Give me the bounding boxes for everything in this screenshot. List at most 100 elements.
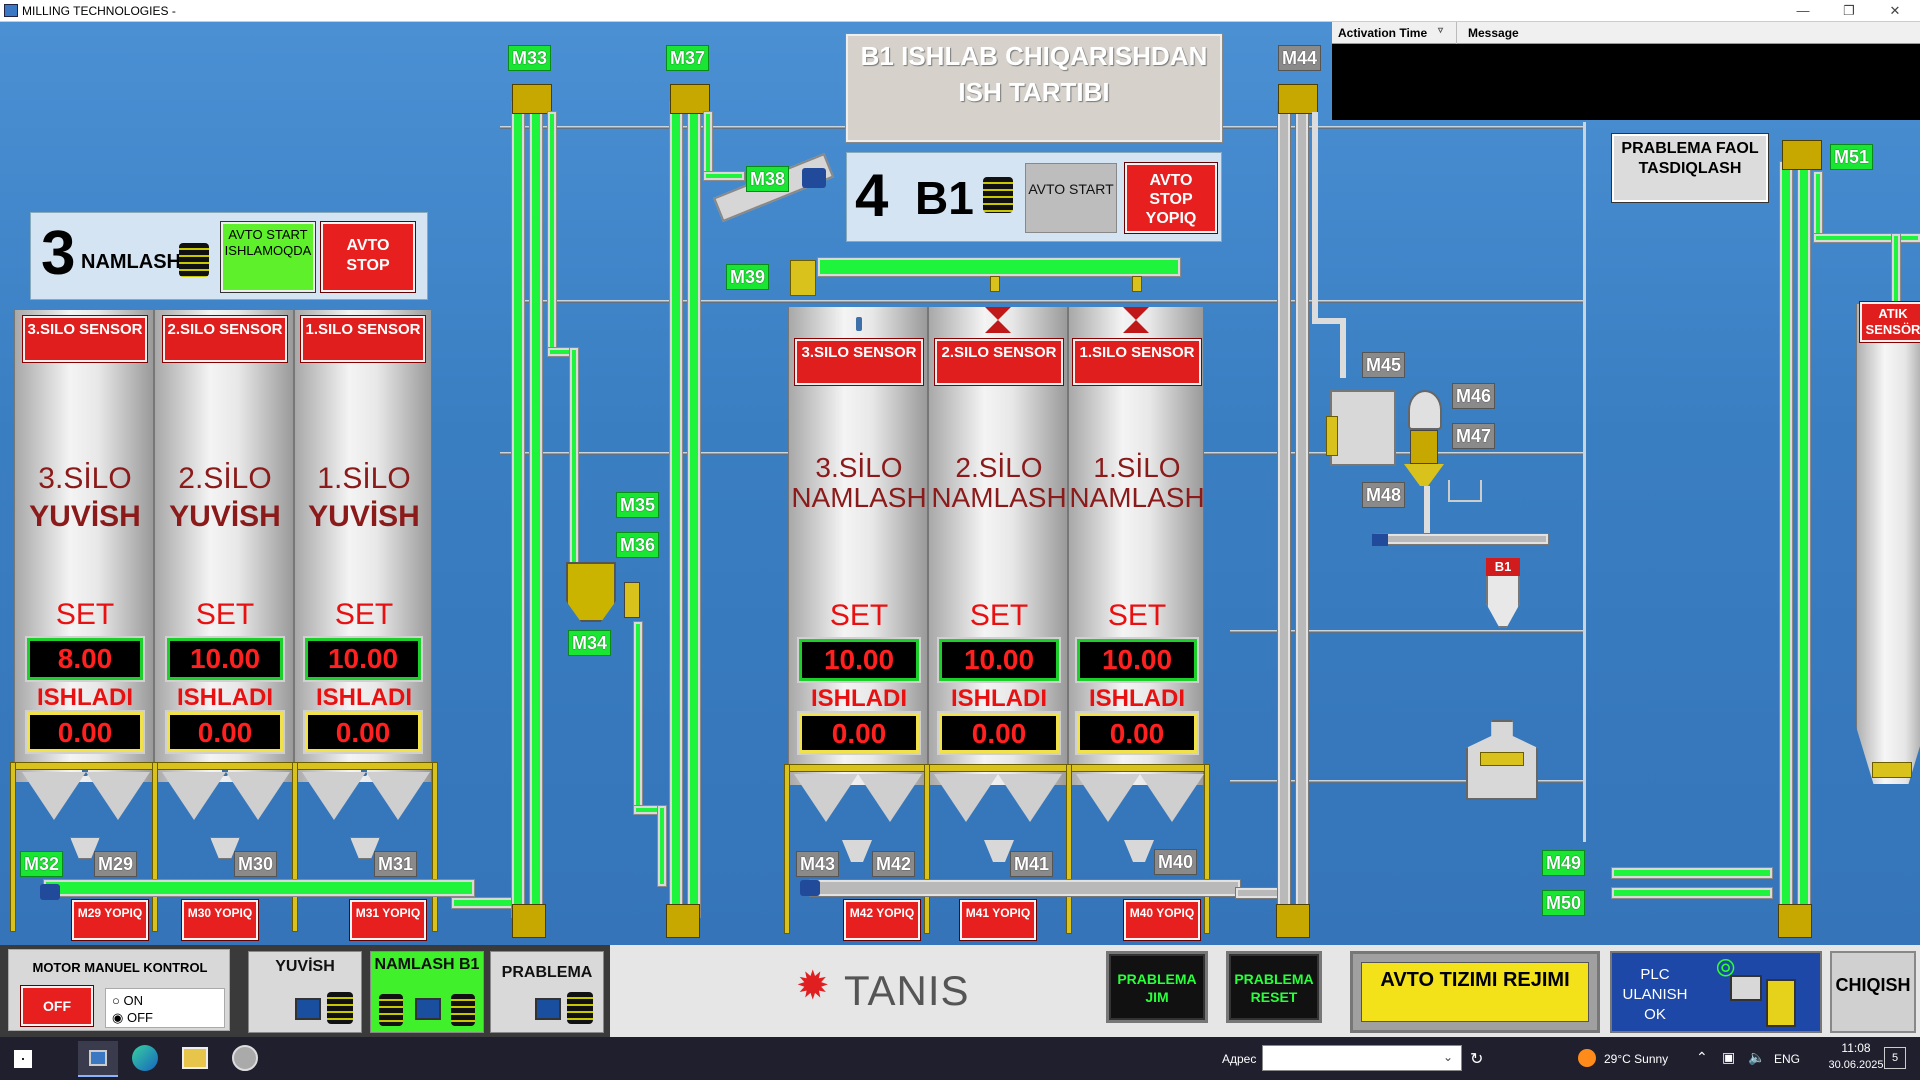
prablema-mode-button[interactable]: PRABLEMA <box>490 951 604 1033</box>
tanis-logo-icon: ✹ <box>796 964 830 1008</box>
notification-icon[interactable]: 5 <box>1884 1047 1906 1069</box>
volume-icon[interactable]: 🔈 <box>1748 1049 1766 1065</box>
left-conveyor[interactable] <box>44 880 474 896</box>
set-value[interactable]: 10.00 <box>799 639 919 681</box>
screw-m48[interactable] <box>1376 534 1548 544</box>
group3-auto-start-button[interactable]: AVTO START ISHLAMOQDA <box>221 222 315 292</box>
language-indicator[interactable]: ENG <box>1774 1052 1801 1066</box>
network-icon[interactable]: ▣ <box>1722 1049 1736 1065</box>
set-value[interactable]: 10.00 <box>305 638 421 680</box>
gate-m30-button[interactable]: M30 YOPIQ <box>182 900 258 940</box>
silo-sensor: 1.SILO SENSOR <box>301 316 425 362</box>
motor-m37[interactable]: M37 <box>666 45 710 71</box>
silo-sensor: 1.SILO SENSOR <box>1073 339 1201 385</box>
set-value[interactable]: 10.00 <box>939 639 1059 681</box>
col-activation-time[interactable]: Activation Time <box>1338 26 1428 40</box>
weather-text[interactable]: 29°C Sunny <box>1604 1052 1669 1066</box>
motor-m38[interactable]: M38 <box>746 166 790 192</box>
exit-button[interactable]: CHIQISH <box>1830 951 1916 1033</box>
yuvish-mode-button[interactable]: YUVİSH <box>248 951 362 1033</box>
conveyor-m39[interactable] <box>818 258 1180 276</box>
gate-m41-button[interactable]: M41 YOPIQ <box>960 900 1036 940</box>
radio-empty-icon[interactable]: ○ <box>112 993 120 1008</box>
group4-auto-start-button[interactable]: AVTO START <box>1025 163 1117 233</box>
motor-m29[interactable]: M29 <box>94 851 138 877</box>
ishladi-value: 0.00 <box>939 713 1059 753</box>
conveyor-m49[interactable] <box>1612 868 1772 878</box>
motor-m51[interactable]: M51 <box>1830 144 1874 170</box>
motor-m41[interactable]: M41 <box>1010 851 1054 877</box>
motor-m48[interactable]: M48 <box>1362 482 1406 508</box>
set-value[interactable]: 8.00 <box>27 638 143 680</box>
conveyor-m50[interactable] <box>1612 888 1772 898</box>
address-input[interactable]: ⌄ <box>1262 1045 1462 1071</box>
motor-m47[interactable]: M47 <box>1452 423 1496 449</box>
filter-icon[interactable]: ▿ <box>1438 25 1444 36</box>
silo-sub: YUVİSH <box>308 500 420 533</box>
taskbar-app-scada[interactable] <box>78 1041 118 1077</box>
gate-m29-button[interactable]: M29 YOPIQ <box>72 900 148 940</box>
silo-sub: YUVİSH <box>29 500 141 533</box>
motor-m49[interactable]: M49 <box>1542 850 1586 876</box>
motor-icon <box>40 884 60 900</box>
motor-m43[interactable]: M43 <box>796 851 840 877</box>
namlash-b1-mode-button[interactable]: NAMLASH B1 <box>370 951 484 1033</box>
radio-on[interactable]: ○ ON <box>112 993 143 1008</box>
gate-m42-button[interactable]: M42 YOPIQ <box>844 900 920 940</box>
minimize-icon[interactable]: — <box>1796 3 1810 18</box>
motor-m39[interactable]: M39 <box>726 264 770 290</box>
hopper <box>858 774 922 822</box>
gate-m31-button[interactable]: M31 YOPIQ <box>350 900 426 940</box>
windows-start-icon[interactable] <box>14 1050 32 1068</box>
problem-confirm-button[interactable]: PRABLEMA FAOL TASDIQLASH <box>1612 134 1768 202</box>
edge-icon[interactable] <box>132 1045 158 1071</box>
right-conveyor[interactable] <box>810 880 1240 896</box>
col-message[interactable]: Message <box>1468 26 1519 40</box>
restore-icon[interactable]: ❐ <box>1843 3 1855 18</box>
manual-off-button[interactable]: OFF <box>21 986 93 1026</box>
fan-m46[interactable] <box>1408 390 1442 430</box>
motor-m35[interactable]: M35 <box>616 492 660 518</box>
radio-off[interactable]: ◉ OFF <box>112 1010 153 1026</box>
group3-auto-stop-button[interactable]: AVTO STOP <box>321 222 415 292</box>
motor-m50[interactable]: M50 <box>1542 890 1586 916</box>
set-value[interactable]: 10.00 <box>167 638 283 680</box>
tray-chevron-icon[interactable]: ⌃ <box>1696 1049 1708 1065</box>
separator-m34[interactable] <box>566 562 616 622</box>
motor-m45[interactable]: M45 <box>1362 352 1406 378</box>
motor-m34[interactable]: M34 <box>568 630 612 656</box>
clock-time[interactable]: 11:08 <box>1841 1041 1871 1055</box>
cleaner-m45[interactable] <box>1330 390 1396 466</box>
silo-sub: YUVİSH <box>169 500 281 533</box>
radio-checked-icon[interactable]: ◉ <box>112 1010 124 1025</box>
motor-m44[interactable]: M44 <box>1278 45 1322 71</box>
motor-icon <box>800 880 820 896</box>
silo-name: 2.SİLO <box>955 452 1043 483</box>
motor-m33[interactable]: M33 <box>508 45 552 71</box>
bottom-control-bar: MOTOR MANUEL KONTROL OFF ○ ON ◉ OFF YUVİ… <box>0 945 1920 1037</box>
clock-date[interactable]: 30.06.2025 <box>1828 1059 1884 1071</box>
prablema-reset-button[interactable]: PRABLEMA RESET <box>1226 951 1322 1023</box>
prablema-jim-button[interactable]: PRABLEMA JIM <box>1106 951 1208 1023</box>
set-value[interactable]: 10.00 <box>1077 639 1197 681</box>
motor-m42[interactable]: M42 <box>872 851 916 877</box>
valve-icon[interactable] <box>1123 307 1149 333</box>
valve-icon[interactable] <box>985 307 1011 333</box>
motor-m30[interactable]: M30 <box>234 851 278 877</box>
motor-m40[interactable]: M40 <box>1154 849 1198 875</box>
motor-m31[interactable]: M31 <box>374 851 418 877</box>
refresh-icon[interactable]: ↻ <box>1470 1051 1484 1068</box>
motor-m32[interactable]: M32 <box>20 851 64 877</box>
motor-m46[interactable]: M46 <box>1452 383 1496 409</box>
gate-m40-button[interactable]: M40 YOPIQ <box>1124 900 1200 940</box>
close-icon[interactable]: ✕ <box>1889 3 1901 18</box>
explorer-icon[interactable] <box>182 1047 208 1069</box>
ishladi-value: 0.00 <box>167 712 283 752</box>
sun-icon <box>1578 1049 1596 1067</box>
elevator-boot <box>1276 904 1310 938</box>
auto-mode-button[interactable]: AVTO TIZIMI REJIMI <box>1361 962 1589 1022</box>
app-icon[interactable] <box>232 1045 258 1071</box>
dropdown-icon[interactable]: ⌄ <box>1443 1050 1454 1064</box>
motor-m36[interactable]: M36 <box>616 532 660 558</box>
group4-auto-stop-button[interactable]: AVTO STOP YOPIQ <box>1125 163 1217 233</box>
